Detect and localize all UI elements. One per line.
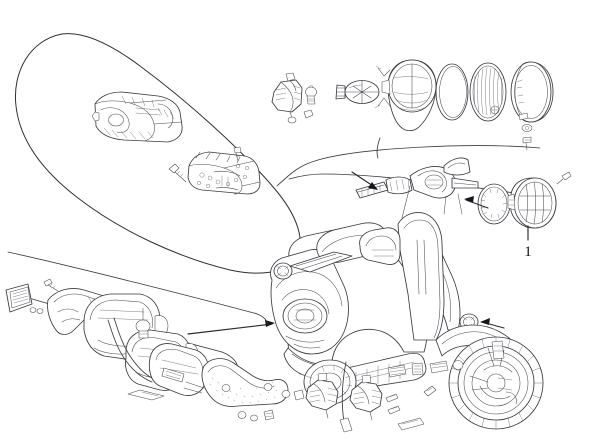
electrical-guide-line (341, 361, 347, 423)
reflector-plate (5, 283, 33, 313)
reflector-screws (29, 307, 44, 314)
bolt-long (397, 417, 425, 431)
horn-unit-left (305, 372, 339, 419)
arrow-speedo-drive (187, 320, 275, 335)
bolt-short-b (387, 405, 401, 415)
headlamp-chrome-rim (510, 61, 554, 123)
bolt-angled (423, 385, 437, 397)
horn-casting-rear (273, 262, 293, 280)
speedo-fixing-screw (556, 171, 572, 185)
rim-nut (521, 124, 533, 132)
speedometer-housing (91, 91, 183, 143)
headlamp-lens (469, 62, 507, 122)
callout-1-label: 1 (524, 244, 532, 260)
front-wheel (448, 336, 544, 430)
spacer-sleeve (339, 417, 353, 433)
speedometer-detail-balloon (14, 33, 301, 274)
mounting-screw-left (168, 163, 187, 183)
speedo-gasket-ring (477, 183, 511, 225)
mounting-screw-right (233, 146, 242, 162)
mounting-plate (201, 358, 289, 407)
pilot-bulb (305, 85, 317, 105)
reflector-leader (376, 137, 381, 159)
taillight-bolt (127, 389, 165, 401)
terminal-block-a (387, 364, 407, 378)
headlamp-bulb (335, 80, 380, 104)
bolt-short-a (385, 393, 399, 403)
switch-terminal (303, 109, 314, 119)
speedometer-faceplate (187, 151, 261, 195)
arrow-handlebar-switch (351, 171, 378, 190)
horn-unit-right (349, 374, 383, 421)
taillight-gasket (107, 317, 157, 383)
arrow-front-hub (480, 318, 505, 329)
bracket-screw (43, 278, 59, 292)
speedometer-drive-unit (507, 177, 557, 229)
cable-clamp (452, 360, 464, 370)
terminal-block-b (411, 362, 424, 376)
rim-screw (522, 136, 532, 151)
handlebar (355, 157, 479, 219)
headlamp-reflector (374, 59, 437, 132)
taillight-bulb (135, 307, 151, 339)
taillight-base (148, 343, 209, 396)
arrow-headlight-mount (464, 196, 489, 209)
light-switch-assembly (271, 72, 303, 124)
scooter-body-assembly (270, 157, 544, 430)
headlamp-gasket-ring (435, 63, 469, 121)
terminal-block-c (429, 360, 449, 374)
